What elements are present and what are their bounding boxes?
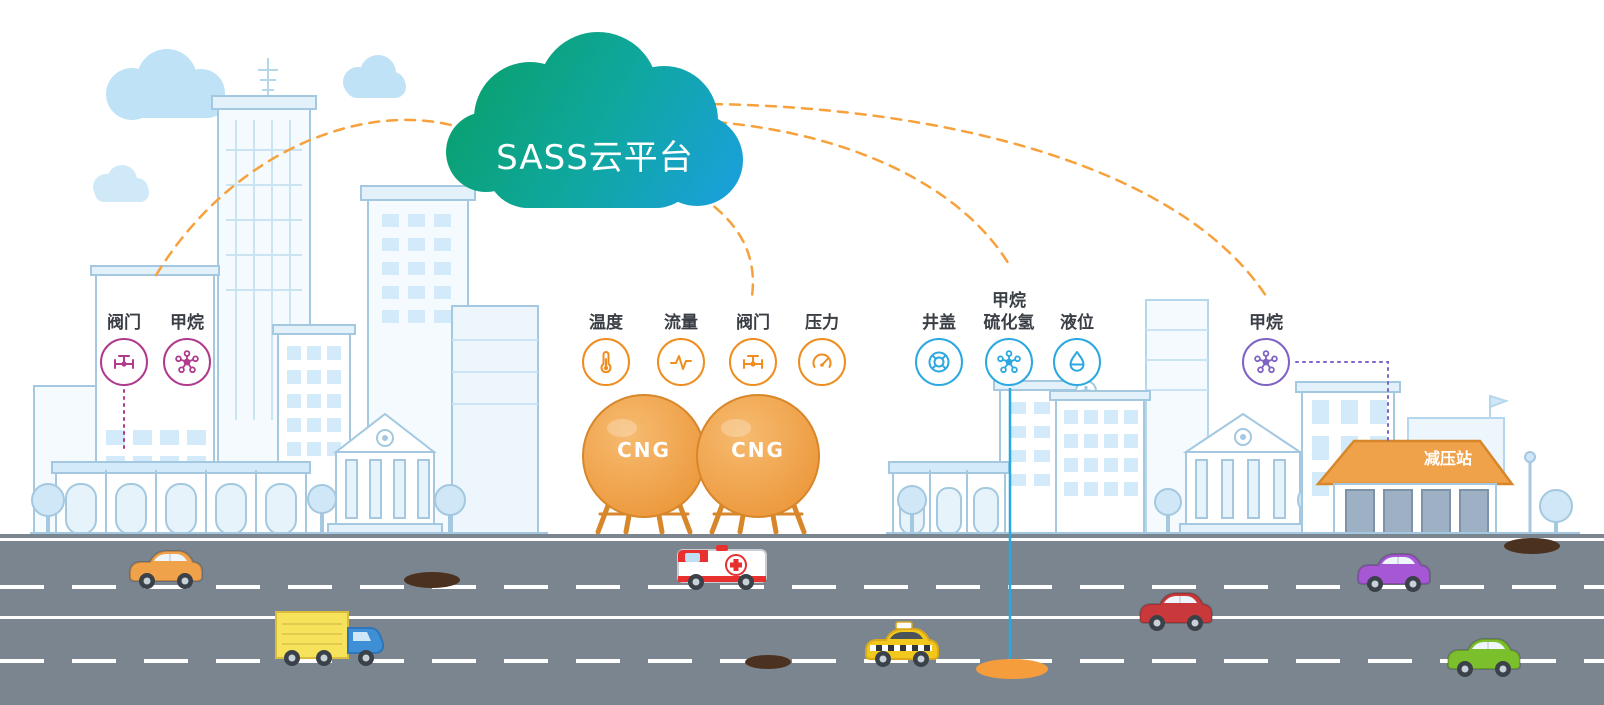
sensor-valve-city: 阀门 xyxy=(94,284,154,386)
cloud-platform-title: SASS云平台 xyxy=(496,138,694,178)
sensor-label: 压力 xyxy=(805,312,839,333)
sensor-circle xyxy=(163,338,211,386)
sensor-label: 阀门 xyxy=(107,312,141,333)
sensor-manhole-cover: 井盖 xyxy=(909,284,969,386)
thermometer-icon xyxy=(600,351,612,374)
methane-icon xyxy=(997,350,1021,374)
sensor-flow: 流量 xyxy=(651,284,711,386)
sensor-connector-lines xyxy=(123,361,1389,659)
methane-icon xyxy=(175,350,199,374)
city-skyline-left xyxy=(30,58,548,535)
sensor-label: 流量 xyxy=(664,312,698,333)
sensor-circle xyxy=(915,338,963,386)
liquid-level-icon xyxy=(1069,351,1085,372)
sensor-label: 液位 xyxy=(1060,312,1094,333)
sensor-label: 甲烷 硫化氢 xyxy=(983,290,1035,333)
sensor-methane-city: 甲烷 xyxy=(157,284,217,386)
cloud-connection-arcs xyxy=(150,102,1268,298)
flow-icon xyxy=(670,355,692,370)
road xyxy=(0,534,1604,705)
cng-tank-label: CNG xyxy=(731,438,785,462)
sensor-circle xyxy=(100,338,148,386)
cloud-platform xyxy=(446,32,743,208)
cng-tanks xyxy=(582,394,820,535)
station-area xyxy=(1295,381,1580,535)
sensor-circle xyxy=(1242,338,1290,386)
sensor-circle xyxy=(1053,338,1101,386)
methane-icon xyxy=(1254,350,1278,374)
sensor-methane-station: 甲烷 xyxy=(1236,284,1296,386)
ambulance xyxy=(677,545,767,590)
vehicles xyxy=(129,545,1521,678)
sensor-circle xyxy=(729,338,777,386)
sensor-methane-h2s: 甲烷 硫化氢 xyxy=(979,284,1039,386)
sensor-circle xyxy=(657,338,705,386)
sensor-pressure: 压力 xyxy=(792,284,852,386)
valve-icon xyxy=(743,355,763,369)
sensor-circle xyxy=(985,338,1033,386)
road-stains xyxy=(404,538,1560,679)
valve-icon xyxy=(114,355,134,369)
cng-tank-label: CNG xyxy=(617,438,671,462)
sensor-label: 温度 xyxy=(589,312,623,333)
sensor-circle xyxy=(798,338,846,386)
taxi xyxy=(865,621,939,667)
sky-clouds xyxy=(93,49,406,202)
sensor-label: 甲烷 xyxy=(1249,312,1283,333)
sensor-label: 甲烷 xyxy=(170,312,204,333)
pressure-gauge-icon xyxy=(812,353,832,368)
delivery-truck xyxy=(275,611,385,666)
sensor-valve-tank: 阀门 xyxy=(723,284,783,386)
sensor-label: 阀门 xyxy=(736,312,770,333)
station-label: 减压站 xyxy=(1423,449,1472,468)
manhole-icon xyxy=(928,351,950,373)
sensor-label: 井盖 xyxy=(922,312,956,333)
sensor-circle xyxy=(582,338,630,386)
sensor-liquid-level: 液位 xyxy=(1047,284,1107,386)
sensor-temperature: 温度 xyxy=(576,284,636,386)
